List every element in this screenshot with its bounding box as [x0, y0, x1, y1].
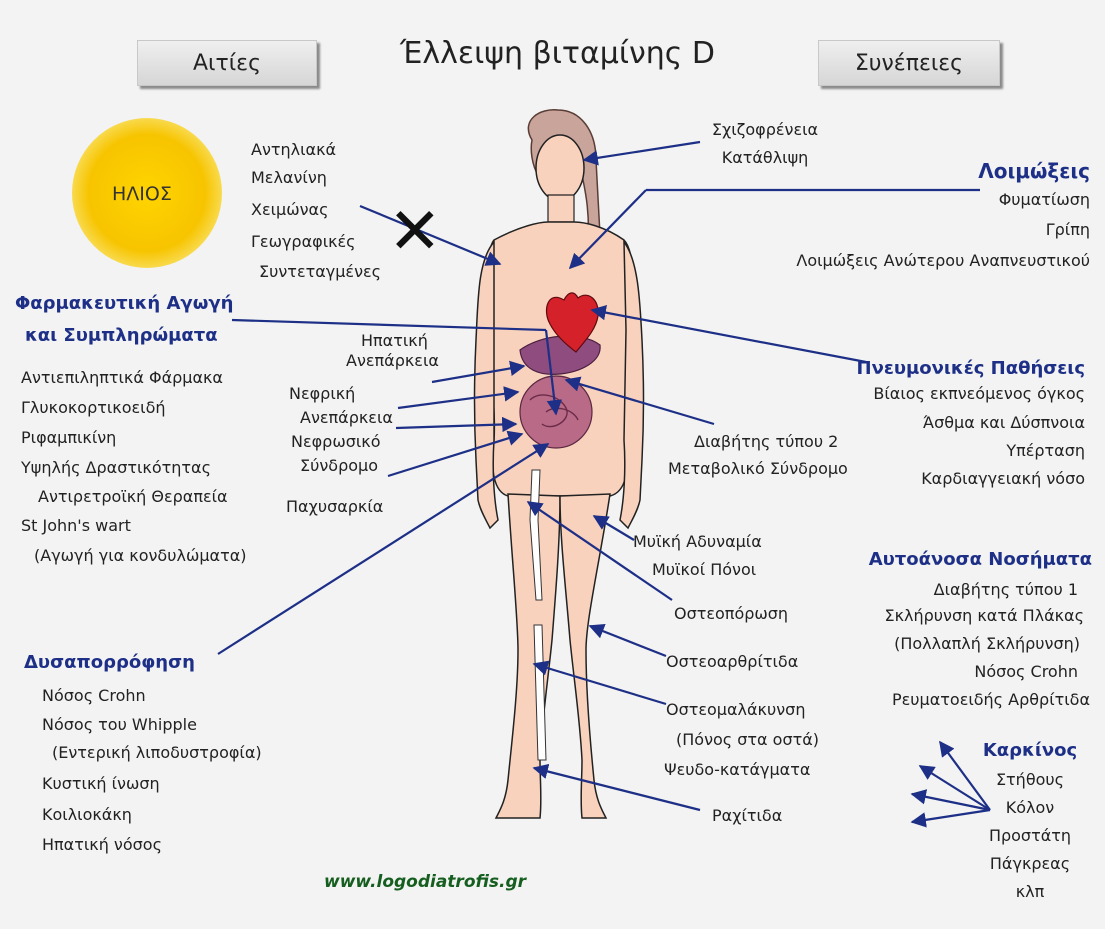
lung-item: Άσθμα και Δύσπνοια [800, 413, 1085, 433]
lung-item: Υπέρταση [800, 441, 1085, 461]
malabsorption-item: Κυστική ίνωση [42, 774, 160, 794]
organ-item: Παχυσαρκία [286, 497, 383, 517]
metabolic-item: Διαβήτης τύπου 2 [694, 432, 838, 452]
cause-melanin: Μελανίνη [251, 168, 327, 188]
cancer-item: Πάγκρεας [970, 854, 1090, 874]
mental-item: Σχιζοφρένεια [700, 120, 830, 140]
autoimmune-item: (Πολλαπλή Σκλήρυνση) [800, 634, 1080, 654]
drug-item: Υψηλής Δραστικότητας [21, 458, 211, 478]
malabsorption-heading: Δυσαπορρόφηση [24, 652, 195, 674]
autoimmune-item: Διαβήτης τύπου 1 [800, 580, 1078, 600]
cancer-heading: Καρκίνος [970, 740, 1090, 762]
bone-item: (Πόνος στα οστά) [676, 730, 819, 750]
drug-item: Αντιρετροϊκή Θεραπεία [38, 487, 228, 507]
infection-item: Γρίπη [800, 220, 1090, 240]
bone-item: Οστεοαρθρίτιδα [666, 652, 798, 672]
drug-item: Γλυκοκορτικοειδή [21, 398, 166, 418]
drugs-heading-1: Φαρμακευτική Αγωγή [15, 293, 233, 315]
lung-heading: Πνευμονικές Παθήσεις [830, 358, 1085, 380]
autoimmune-heading: Αυτοάνοσα Νοσήματα [830, 549, 1092, 571]
cause-geographic: Γεωγραφικές [251, 232, 356, 252]
drug-item: Αντιεπιληπτικά Φάρμακα [21, 368, 223, 388]
infections-heading: Λοιμώξεις [880, 160, 1090, 182]
autoimmune-item: Ρευματοειδής Αρθρίτιδα [800, 690, 1090, 710]
drug-item: (Αγωγή για κονδυλώματα) [34, 546, 246, 566]
malabsorption-item: Νόσος Crohn [42, 686, 146, 706]
organ-item: Ανεπάρκεια [300, 408, 393, 428]
cause-sunscreen: Αντηλιακά [251, 140, 336, 160]
malabsorption-item: (Εντερική λιποδυστροφία) [52, 743, 262, 763]
drug-item: St John's wart [21, 516, 131, 536]
muscle-item: Μυϊκοί Πόνοι [652, 560, 756, 580]
organ-item: Ανεπάρκεια [346, 351, 439, 371]
footer-url-link[interactable]: www.logodiatrofis.gr [324, 872, 526, 892]
metabolic-item: Μεταβολικό Σύνδρομο [668, 459, 848, 479]
cancer-item: Κόλον [970, 798, 1090, 818]
autoimmune-item: Νόσος Crohn [800, 662, 1078, 682]
cause-coordinates: Συντεταγμένες [259, 262, 381, 282]
muscle-item: Μυϊκή Αδυναμία [633, 532, 762, 552]
organ-item: Σύνδρομο [300, 456, 378, 476]
cross-icon: ✕ [388, 200, 442, 264]
bone-item: Οστεομαλάκυνση [666, 700, 805, 720]
lung-item: Βίαιος εκπνεόμενος όγκος [800, 384, 1085, 404]
cancer-item: Στήθους [970, 770, 1090, 790]
organ-item: Ηπατική [361, 331, 428, 351]
bone-item: Ψευδο-κατάγματα [664, 760, 810, 780]
drug-item: Ριφαμπικίνη [21, 428, 116, 448]
bone-item: Ραχίτιδα [712, 806, 782, 826]
malabsorption-item: Ηπατική νόσος [42, 835, 162, 855]
cause-winter: Χειμώνας [251, 200, 328, 220]
cancer-item: κλπ [970, 882, 1090, 902]
malabsorption-item: Κοιλιοκάκη [42, 805, 132, 825]
cancer-item: Προστάτη [970, 826, 1090, 846]
infection-item: Λοιμώξεις Ανώτερου Αναπνευστικού [740, 251, 1090, 271]
bone-item: Οστεοπόρωση [674, 604, 788, 624]
organ-item: Νεφρωσικό [291, 432, 381, 452]
mental-item: Κατάθλιψη [700, 148, 830, 168]
autoimmune-item: Σκλήρυνση κατά Πλάκας [800, 606, 1084, 626]
organ-item: Νεφρική [289, 384, 355, 404]
malabsorption-item: Νόσος του Whipple [42, 715, 197, 735]
drugs-heading-2: και Συμπληρώματα [25, 325, 218, 347]
infection-item: Φυματίωση [800, 190, 1090, 210]
